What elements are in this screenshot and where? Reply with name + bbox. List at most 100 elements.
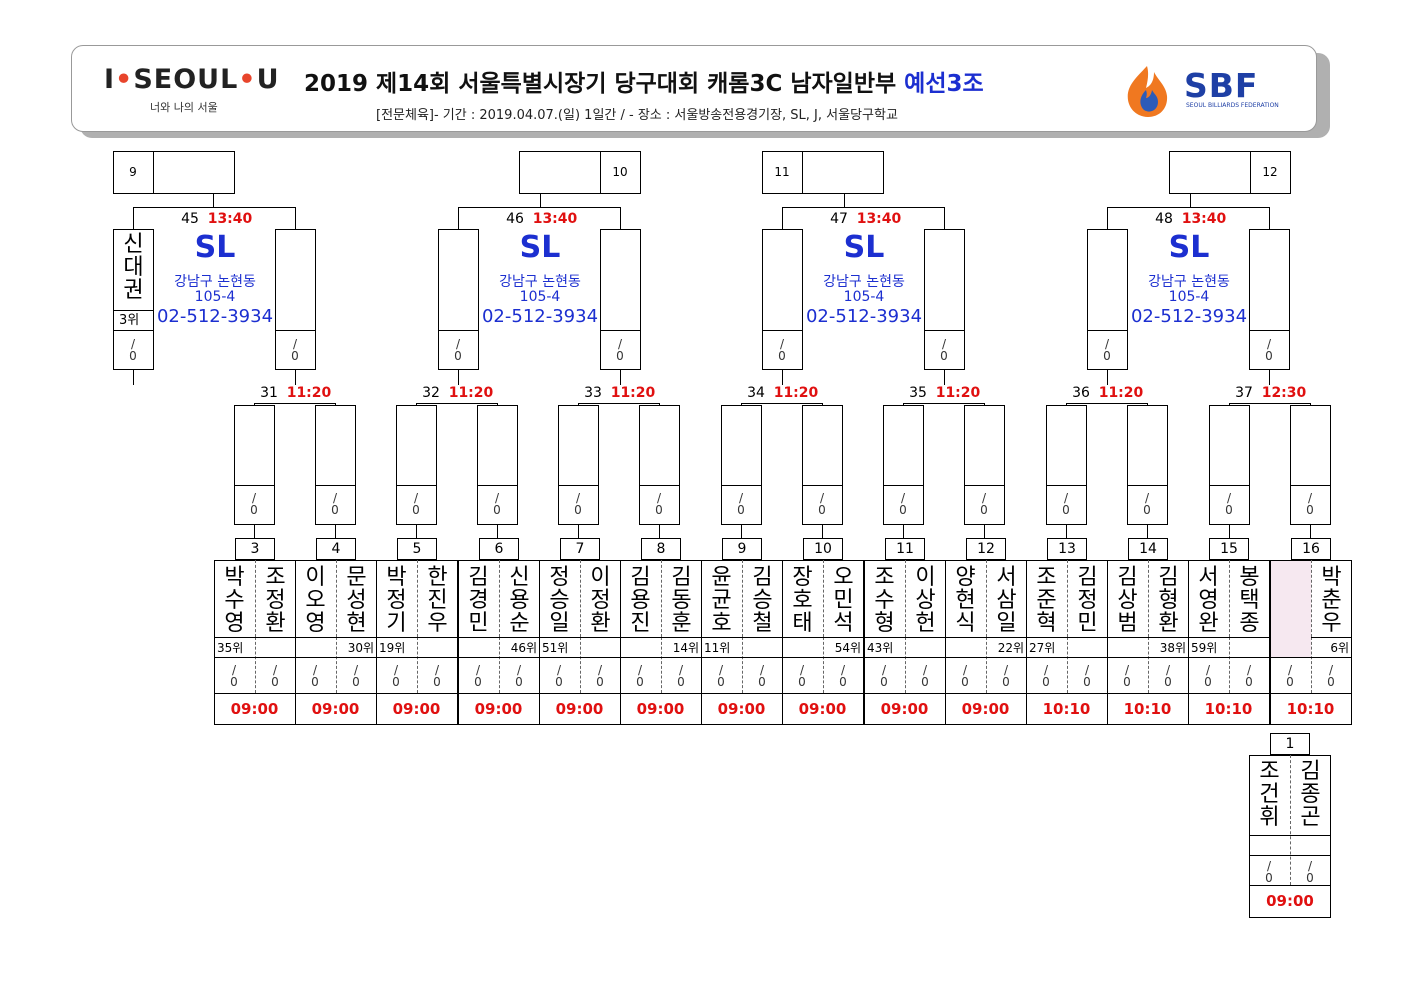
player-box [1209, 405, 1250, 525]
venue-name: SL [519, 230, 561, 265]
player-score-slash: / [900, 491, 906, 505]
row-line [1026, 637, 1107, 638]
match-divider [823, 637, 824, 693]
player-score-slash: / [922, 663, 928, 677]
player-rank: 35위 [217, 641, 244, 655]
venue-address: 105-4 [1168, 289, 1210, 305]
match-number-box: 5 [397, 538, 437, 560]
player-score-slash: / [1144, 491, 1150, 505]
empty-slot-shading [1271, 561, 1311, 657]
match-divider [661, 560, 662, 637]
row-line [620, 693, 701, 694]
connector [1269, 207, 1270, 229]
player-score-slash: / [251, 491, 257, 505]
player-box [600, 229, 641, 370]
player-score-slash: / [1307, 491, 1313, 505]
player-box [113, 229, 154, 370]
venue-phone: 02-512-3934 [805, 306, 923, 327]
player-score-zero: 0 [961, 675, 969, 689]
match-number: 34 [747, 385, 765, 401]
row-line [721, 485, 762, 486]
row-line [945, 637, 1026, 638]
player-score-zero: 0 [291, 349, 299, 363]
player-box [924, 229, 965, 370]
player-score-slash: / [617, 337, 623, 351]
venue-address: 105-4 [843, 289, 885, 305]
match-number: 36 [1072, 385, 1090, 401]
sbf-logo-text: SBF [1184, 66, 1259, 105]
row-line [864, 637, 945, 638]
player-box [275, 229, 316, 370]
player-score-zero: 0 [1306, 871, 1314, 885]
venue-name: SL [194, 230, 236, 265]
player-score-zero: 0 [129, 349, 137, 363]
row-line [458, 693, 539, 694]
row-line [539, 693, 620, 694]
row-line [1188, 693, 1269, 694]
row-line [214, 693, 295, 694]
row-line [234, 485, 275, 486]
player-score-slash: / [332, 491, 338, 505]
match-number-box: 16 [1291, 538, 1331, 560]
slot-box [1169, 151, 1291, 194]
connector [944, 207, 945, 229]
connector [578, 403, 579, 406]
venue-phone: 02-512-3934 [156, 306, 274, 327]
player-score-slash: / [799, 663, 805, 677]
player-score-slash: / [272, 663, 278, 677]
match-number: 31 [260, 385, 278, 401]
connector [659, 525, 660, 538]
player-score-slash: / [819, 491, 825, 505]
row-line [1127, 485, 1168, 486]
match-number-box: 8 [641, 538, 681, 560]
match-number-box: 14 [1128, 538, 1168, 560]
player-score-zero: 0 [515, 675, 523, 689]
player-score-zero: 0 [474, 675, 482, 689]
match-divider [580, 560, 581, 637]
row-line [1107, 657, 1188, 658]
connector [1310, 525, 1311, 538]
match-time: 11:20 [610, 385, 656, 401]
player-score-zero: 0 [271, 675, 279, 689]
player-score-zero: 0 [717, 675, 725, 689]
player-score-slash: / [516, 663, 522, 677]
row-line [1290, 485, 1331, 486]
row-line [539, 657, 620, 658]
player-box [1249, 229, 1290, 370]
player-score-slash: / [455, 337, 461, 351]
slot-number: 9 [129, 165, 137, 179]
match-divider [417, 637, 418, 693]
player-score-zero: 0 [737, 503, 745, 517]
player-score-zero: 0 [940, 349, 948, 363]
row-line [1107, 693, 1188, 694]
player-score-zero: 0 [839, 675, 847, 689]
connector [1229, 525, 1230, 538]
row-line [1026, 693, 1107, 694]
player-box [721, 405, 762, 525]
player-score-slash: / [840, 663, 846, 677]
player-score-zero: 0 [1265, 349, 1273, 363]
player-score-zero: 0 [1265, 871, 1273, 885]
match-time: 13:40 [856, 211, 902, 227]
row-line [701, 693, 782, 694]
row-line [1026, 657, 1107, 658]
row-line [376, 637, 457, 638]
match-time: 09:00 [880, 700, 929, 718]
player-box [558, 405, 599, 525]
match-number: 46 [506, 211, 524, 227]
connector [497, 525, 498, 538]
row-line [1188, 637, 1269, 638]
player-score-slash: / [494, 491, 500, 505]
match-divider [661, 637, 662, 693]
slot-box [113, 151, 235, 194]
player-score-zero: 0 [1062, 503, 1070, 517]
match-time: 10:10 [1042, 700, 1091, 718]
